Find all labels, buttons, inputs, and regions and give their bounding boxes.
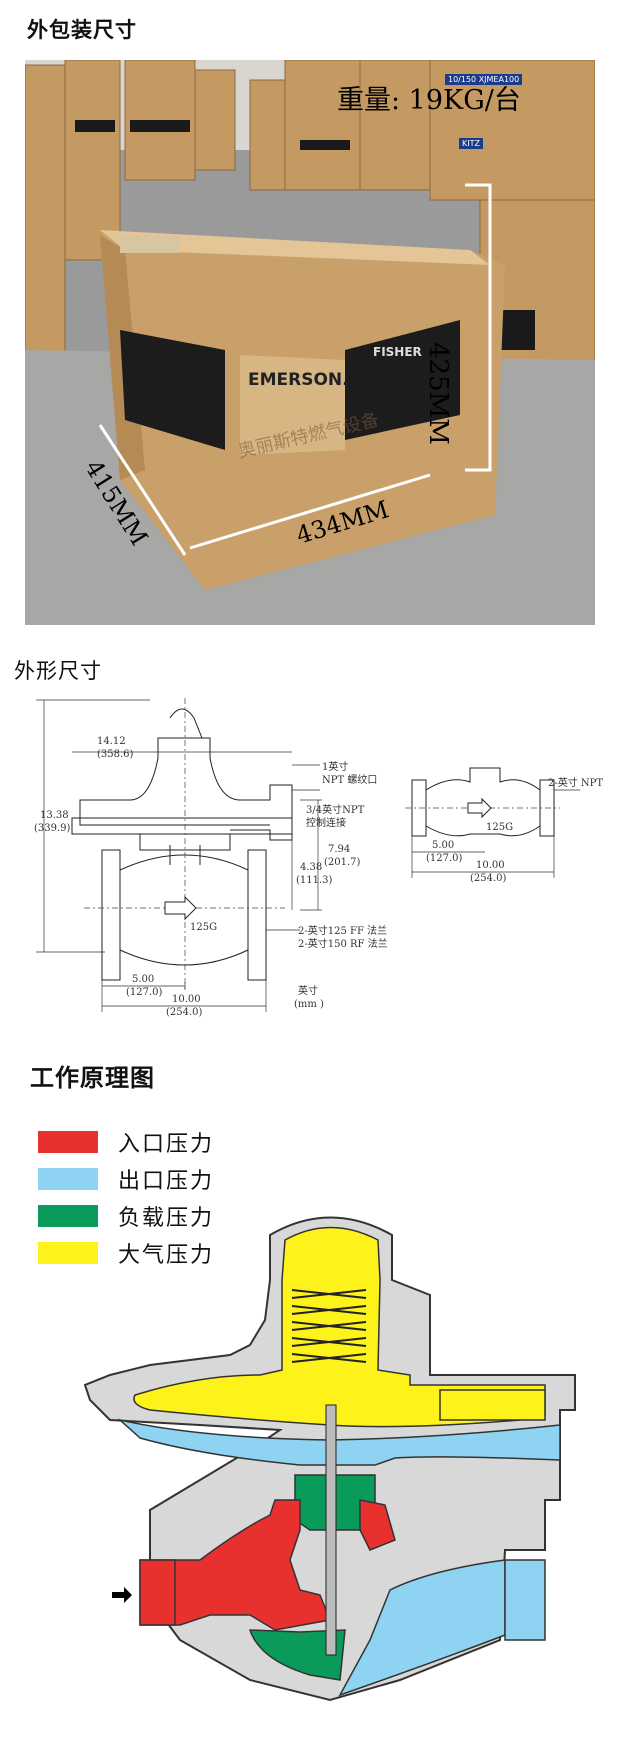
dim-h-794: 7.94 [328, 844, 350, 855]
legend-item-loading: 负载压力 [38, 1197, 238, 1234]
npt-1-label: 1英寸 [322, 760, 348, 773]
dim-overall-height-mm: (339.9) [34, 823, 71, 834]
side-half-length-mm: (127.0) [426, 853, 463, 864]
dim-h-794-mm: (201.7) [324, 857, 361, 868]
unit-inch: 英寸 [298, 984, 318, 997]
npt-34-label-b: 控制连接 [306, 816, 346, 829]
pressure-legend: 入口压力 出口压力 负载压力 大气压力 [38, 1123, 238, 1271]
dim-half-length-mm: (127.0) [126, 987, 163, 998]
principle-title: 工作原理图 [30, 1064, 155, 1092]
side-full-length: 10.00 [476, 860, 505, 871]
legend-item-outlet: 出口压力 [38, 1160, 238, 1197]
side-half-length: 5.00 [432, 840, 454, 851]
dim-full-length: 10.00 [172, 994, 201, 1005]
dim-top-width-mm: (358.6) [97, 749, 134, 760]
legend-swatch-loading [38, 1204, 98, 1227]
npt-1-label-b: NPT 螺纹口 [322, 773, 377, 786]
side-full-length-mm: (254.0) [470, 873, 507, 884]
unit-mm: (mm ) [294, 999, 324, 1010]
legend-swatch-outlet [38, 1167, 98, 1190]
legend-label-loading: 负载压力 [118, 1205, 215, 1231]
label-model: 10/150 XJMEA100 [445, 74, 523, 85]
packaging-title: 外包装尺寸 [27, 18, 137, 42]
legend-item-inlet: 入口压力 [38, 1123, 238, 1160]
side-body-code: 125G [486, 822, 513, 833]
dim-half-length: 5.00 [132, 974, 154, 985]
principle-diagram [83, 1216, 576, 1702]
dim-h-438: 4.38 [300, 862, 322, 873]
npt-34-label: 3/4英寸NPT [306, 803, 365, 816]
height-dimension: 425MM [423, 342, 453, 445]
legend-swatch-atmospheric [38, 1241, 98, 1264]
dim-h-438-mm: (111.3) [296, 875, 333, 886]
legend-label-atmospheric: 大气压力 [118, 1242, 215, 1268]
brand-emerson: EMERSON. [248, 370, 349, 390]
legend-label-outlet: 出口压力 [118, 1168, 215, 1194]
flange-label-1: 2-英寸125 FF 法兰 [298, 924, 387, 937]
legend-swatch-inlet [38, 1130, 98, 1153]
outline-drawing: 13.38 (339.9) 14.12 (358.6) 1英寸 NPT 螺纹口 … [34, 698, 603, 1018]
legend-item-atmospheric: 大气压力 [38, 1234, 238, 1271]
body-code: 125G [190, 922, 217, 933]
packaging-photo: EMERSON. FISHER KITZ 10/150 XJMEA100 重量:… [25, 60, 595, 625]
weight-label: 重量: 19KG/台 [337, 85, 521, 116]
dim-top-width: 14.12 [97, 736, 126, 747]
dim-overall-height: 13.38 [40, 810, 69, 821]
legend-label-inlet: 入口压力 [118, 1131, 215, 1157]
dim-full-length-mm: (254.0) [166, 1007, 203, 1018]
side-npt-label: 2-英寸 NPT [548, 776, 603, 789]
flange-label-2: 2-英寸150 RF 法兰 [298, 937, 388, 950]
label-kitz: KITZ [459, 138, 483, 149]
brand-fisher: FISHER [373, 345, 422, 359]
outline-title: 外形尺寸 [14, 659, 102, 683]
